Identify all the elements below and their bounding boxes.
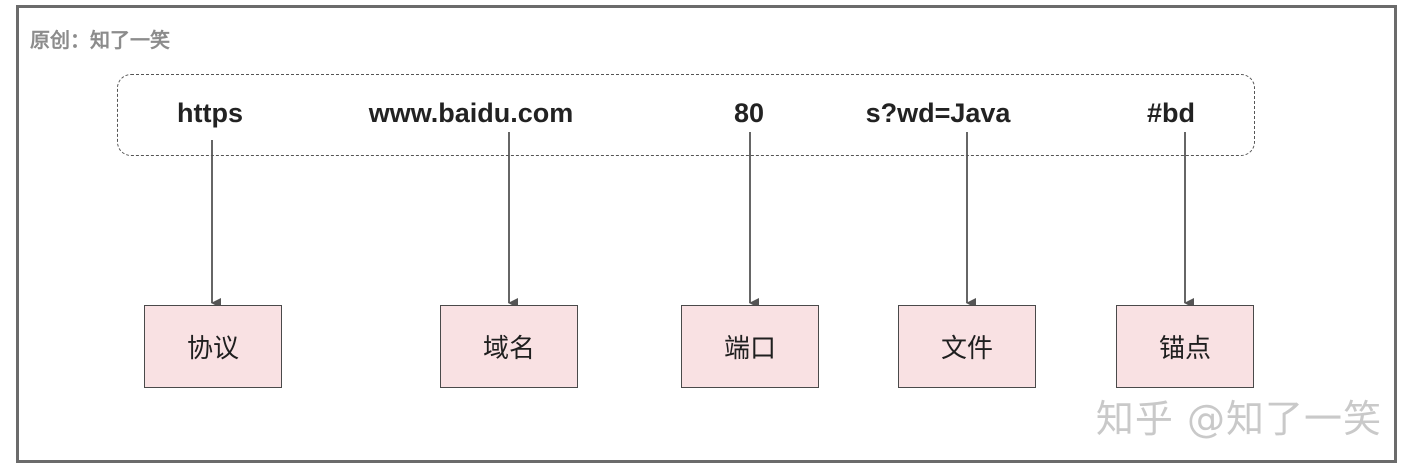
url-part-port: 80: [733, 98, 765, 128]
label-file: 文件: [898, 305, 1036, 388]
diagram-frame: [16, 5, 1397, 463]
label-anchor: 锚点: [1116, 305, 1254, 388]
label-domain: 域名: [440, 305, 578, 388]
url-part-anchor: #bd: [1146, 98, 1196, 128]
credit-text: 原创：知了一笑: [30, 28, 170, 52]
url-part-protocol: https: [177, 98, 243, 128]
label-protocol: 协议: [144, 305, 282, 388]
label-port: 端口: [681, 305, 819, 388]
url-part-domain: www.baidu.com: [368, 98, 574, 128]
url-part-file: s?wd=Java: [865, 98, 1011, 128]
url-container: [117, 74, 1255, 156]
watermark-text: 知乎 @知了一笑: [1095, 397, 1382, 441]
